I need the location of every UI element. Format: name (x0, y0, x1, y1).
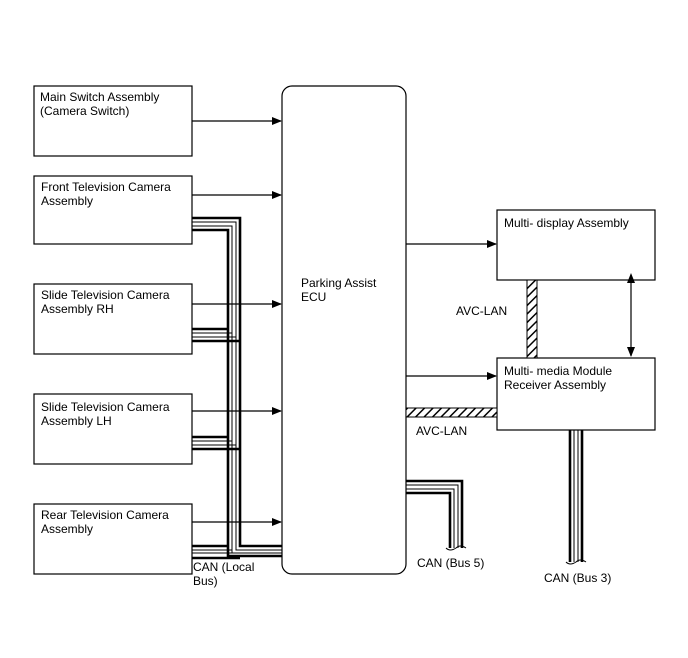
receiver-box: Multi- media Module Receiver Assembly (496, 357, 656, 431)
slide-rh-label-1: Slide Television Camera (41, 288, 170, 302)
front-camera-box: Front Television Camera Assembly (33, 175, 193, 245)
multi-display-label: Multi- display Assembly (504, 216, 629, 230)
avc-lan-horizontal-bar (405, 407, 498, 418)
avc-lan-lower-label: AVC-LAN (416, 424, 467, 438)
avc-lan-vertical-bar (526, 279, 538, 359)
ecu-label-2: ECU (301, 290, 326, 304)
can-local-label-2: Bus) (193, 574, 218, 588)
slide-lh-label-2: Assembly LH (41, 414, 112, 428)
rear-camera-label-1: Rear Television Camera (41, 508, 169, 522)
slide-rh-label-2: Assembly RH (41, 302, 114, 316)
slide-camera-rh-box: Slide Television Camera Assembly RH (33, 283, 193, 355)
signal-arrows (192, 117, 635, 526)
parking-assist-ecu-box: Parking Assist ECU (281, 85, 407, 575)
rear-camera-label-2: Assembly (41, 522, 93, 536)
slide-lh-label-1: Slide Television Camera (41, 400, 170, 414)
slide-camera-lh-box: Slide Television Camera Assembly LH (33, 393, 193, 465)
can-bus5-cable (406, 479, 467, 551)
main-switch-label-2: (Camera Switch) (40, 104, 129, 118)
receiver-label-2: Receiver Assembly (504, 378, 606, 392)
multi-display-box: Multi- display Assembly (496, 209, 656, 281)
front-camera-label-1: Front Television Camera (41, 180, 171, 194)
ecu-label-1: Parking Assist (301, 276, 377, 290)
can-bus5-label: CAN (Bus 5) (417, 556, 484, 570)
receiver-label-1: Multi- media Module (504, 364, 612, 378)
avc-lan-upper-label: AVC-LAN (456, 304, 507, 318)
can-local-label-1: CAN (Local (193, 560, 254, 574)
can-bus3-label: CAN (Bus 3) (544, 571, 611, 585)
main-switch-box: Main Switch Assembly (Camera Switch) (33, 85, 193, 157)
main-switch-label-1: Main Switch Assembly (40, 90, 159, 104)
can-bus3-cable (565, 430, 587, 565)
rear-camera-box: Rear Television Camera Assembly (33, 503, 193, 575)
can-local-bus-cable (192, 216, 282, 560)
front-camera-label-2: Assembly (41, 194, 93, 208)
